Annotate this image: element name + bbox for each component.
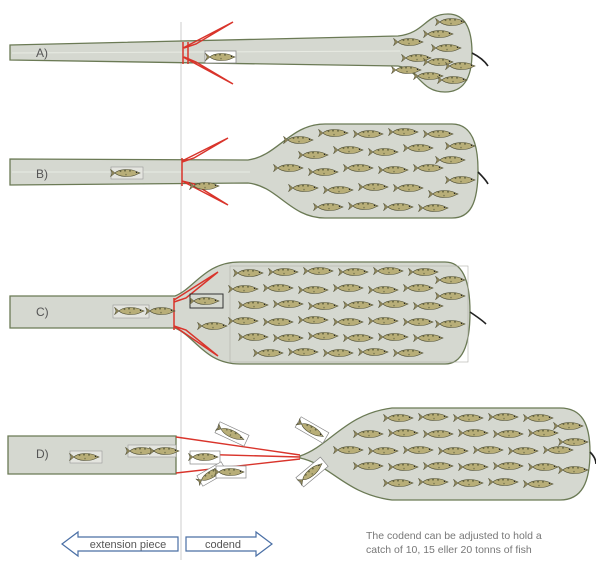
escaping-fish-d bbox=[189, 417, 329, 488]
extension-piece-label: extension piece bbox=[90, 539, 166, 551]
capacity-note-line-2: catch of 10, 15 eller 20 tonns of fish bbox=[366, 544, 532, 556]
row-label-a: A) bbox=[36, 46, 48, 60]
codend-rope bbox=[478, 172, 488, 184]
trawl-row-c: C) bbox=[10, 262, 486, 364]
row-label-d: D) bbox=[36, 447, 49, 461]
trawl-row-b: B) bbox=[10, 124, 488, 218]
codend-label: codend bbox=[205, 539, 241, 551]
codend-rope bbox=[590, 452, 596, 464]
codend-rope bbox=[470, 312, 486, 324]
trawl-row-d: D) bbox=[8, 408, 596, 500]
net-b bbox=[10, 124, 478, 218]
extension-piece-arrow: extension piece bbox=[62, 532, 178, 556]
codend-rope bbox=[472, 53, 488, 66]
codend-arrow: codend bbox=[186, 532, 272, 556]
row-label-b: B) bbox=[36, 167, 48, 181]
row-label-c: C) bbox=[36, 305, 49, 319]
trawl-row-a: A) bbox=[10, 14, 488, 92]
net-c bbox=[10, 262, 470, 364]
capacity-note-line-1: The codend can be adjusted to hold a bbox=[366, 530, 542, 542]
